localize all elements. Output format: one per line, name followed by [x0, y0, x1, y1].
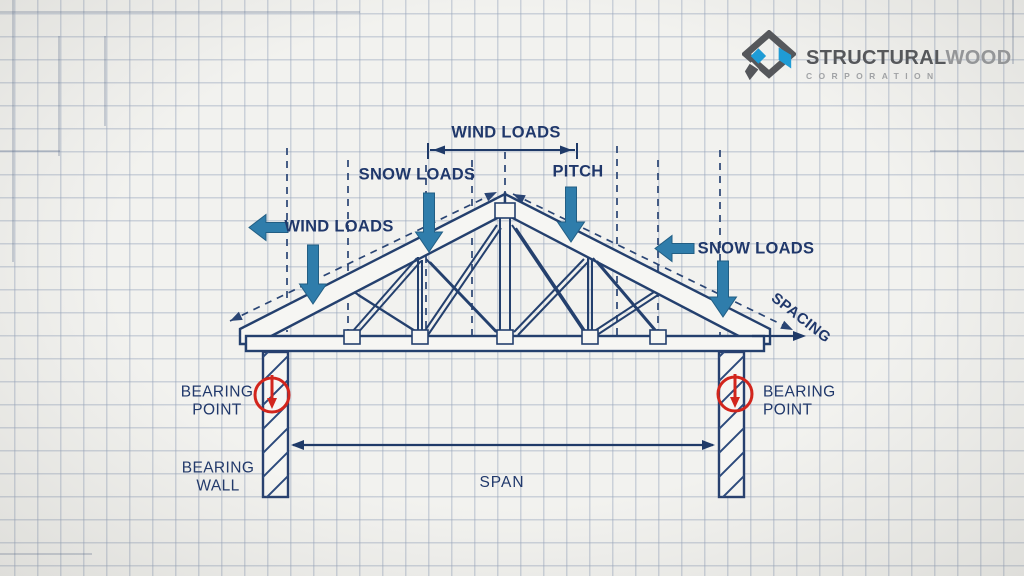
load-arrows — [248, 186, 738, 318]
down-arrow-icon — [708, 260, 738, 318]
wind-loads-dimension-arrowheads — [433, 145, 572, 155]
logo-word-structural: STRUCTURAL — [806, 47, 946, 69]
king-post — [499, 217, 511, 334]
top-chord-left — [238, 192, 507, 346]
wind-loads-left-label: WIND LOADS — [284, 217, 394, 236]
sw-diamond-monogram-icon — [742, 30, 796, 81]
snow-loads-left-label: SNOW LOADS — [358, 165, 476, 184]
snow-loads-right-label: SNOW LOADS — [697, 239, 815, 258]
down-arrow-icon — [556, 186, 586, 243]
left-arrow-icon — [654, 234, 695, 263]
spacing-arrow right-arrow-icon — [752, 331, 806, 341]
bearing-point-right-line2: POINT — [763, 401, 813, 418]
wind-loads-dimension-line — [427, 143, 578, 159]
bearing-point-arrowheads — [267, 397, 740, 409]
bearing-wall-line1: BEARING — [181, 459, 255, 477]
bearing-point-left-line1: BEARING — [180, 383, 254, 401]
bearing-point-circle-arrow-icon — [253, 374, 754, 414]
bearing-wall-left — [261, 350, 290, 499]
span-dimension-arrowheads — [291, 440, 715, 450]
bearing-wall-line2: WALL — [196, 477, 240, 494]
down-arrow-icon — [414, 192, 444, 253]
logo-subtitle: CORPORATION — [806, 71, 940, 81]
bearing-point-left-line2: POINT — [192, 401, 242, 418]
bearing-point-right-line1: BEARING — [763, 383, 836, 401]
structuralwood-logo: STRUCTURALWOOD CORPORATION — [742, 30, 1012, 82]
logo-text: STRUCTURALWOOD CORPORATION — [806, 30, 1012, 81]
left-arrow-icon — [248, 213, 289, 242]
wind-loads-top-label: WIND LOADS — [451, 123, 561, 142]
pitch-line-arrowheads — [230, 192, 793, 330]
pitch-label: PITCH — [552, 162, 604, 181]
connector-plates — [343, 202, 667, 345]
logo-word-wood: WOOD — [945, 47, 1012, 69]
down-arrow-icon — [298, 244, 328, 305]
span-label: SPAN — [479, 474, 525, 491]
logo-wordmark: STRUCTURALWOOD — [806, 48, 1012, 68]
